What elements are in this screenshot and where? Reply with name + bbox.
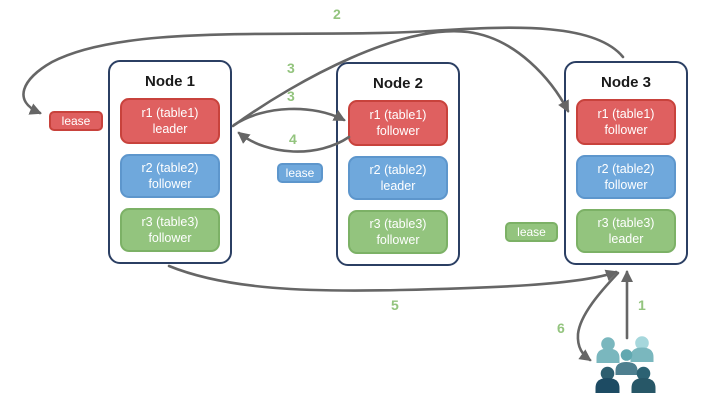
replica-role: follower — [148, 177, 192, 191]
arrow-step-6 — [576, 271, 620, 362]
node-2: Node 2 r1 (table1) follower r2 (table2) … — [336, 62, 460, 266]
replica-name: r2 (table2) — [141, 160, 199, 175]
node-3-title: Node 3 — [600, 74, 651, 91]
node-1-replica-r2: r2 (table2) follower — [120, 154, 220, 198]
node-1-replica-r1: r1 (table1) leader — [120, 98, 220, 144]
node-1: Node 1 r1 (table1) leader r2 (table2) fo… — [108, 60, 232, 264]
step-label-5: 5 — [391, 297, 399, 313]
replica-name: r1 (table1) — [141, 105, 199, 120]
arrow-step-3-to-node2 — [232, 107, 346, 127]
replica-role: follower — [376, 233, 420, 247]
node-2-title: Node 2 — [372, 75, 423, 92]
step-label-2: 2 — [333, 6, 341, 22]
replica-role: leader — [608, 232, 644, 246]
node-2-replica-r2: r2 (table2) leader — [348, 156, 448, 200]
replica-name: r3 (table3) — [141, 214, 199, 229]
replica-name: r2 (table2) — [369, 162, 427, 177]
node-3: Node 3 r1 (table1) follower r2 (table2) … — [564, 61, 688, 265]
replica-role: follower — [148, 231, 192, 245]
users-icon — [595, 336, 656, 393]
step-label-1: 1 — [638, 297, 646, 313]
replica-name: r1 (table1) — [597, 106, 655, 121]
node-1-replica-r3: r3 (table3) follower — [120, 208, 220, 252]
node-2-replica-r1: r1 (table1) follower — [348, 100, 448, 146]
lease-badge-red: lease — [49, 111, 103, 131]
replica-role: follower — [376, 124, 420, 138]
replica-name: r3 (table3) — [597, 215, 655, 230]
lease-badge-blue: lease — [277, 163, 323, 183]
step-label-6: 6 — [557, 320, 565, 336]
replica-name: r1 (table1) — [369, 107, 427, 122]
replica-role: follower — [604, 178, 648, 192]
step-label-4: 4 — [289, 131, 297, 147]
node-2-replica-r3: r3 (table3) follower — [348, 210, 448, 254]
node-3-replica-r2: r2 (table2) follower — [576, 155, 676, 199]
node-3-replica-r3: r3 (table3) leader — [576, 209, 676, 253]
replica-role: leader — [380, 179, 416, 193]
node-3-replica-r1: r1 (table1) follower — [576, 99, 676, 145]
node-1-title: Node 1 — [144, 73, 195, 90]
replica-role: follower — [604, 123, 648, 137]
replica-role: leader — [152, 122, 188, 136]
step-label-3-top: 3 — [287, 60, 295, 76]
arrow-step-5 — [167, 264, 618, 292]
step-label-3-mid: 3 — [287, 88, 295, 104]
replica-name: r2 (table2) — [597, 161, 655, 176]
replica-name: r3 (table3) — [369, 216, 427, 231]
lease-badge-green: lease — [505, 222, 558, 242]
